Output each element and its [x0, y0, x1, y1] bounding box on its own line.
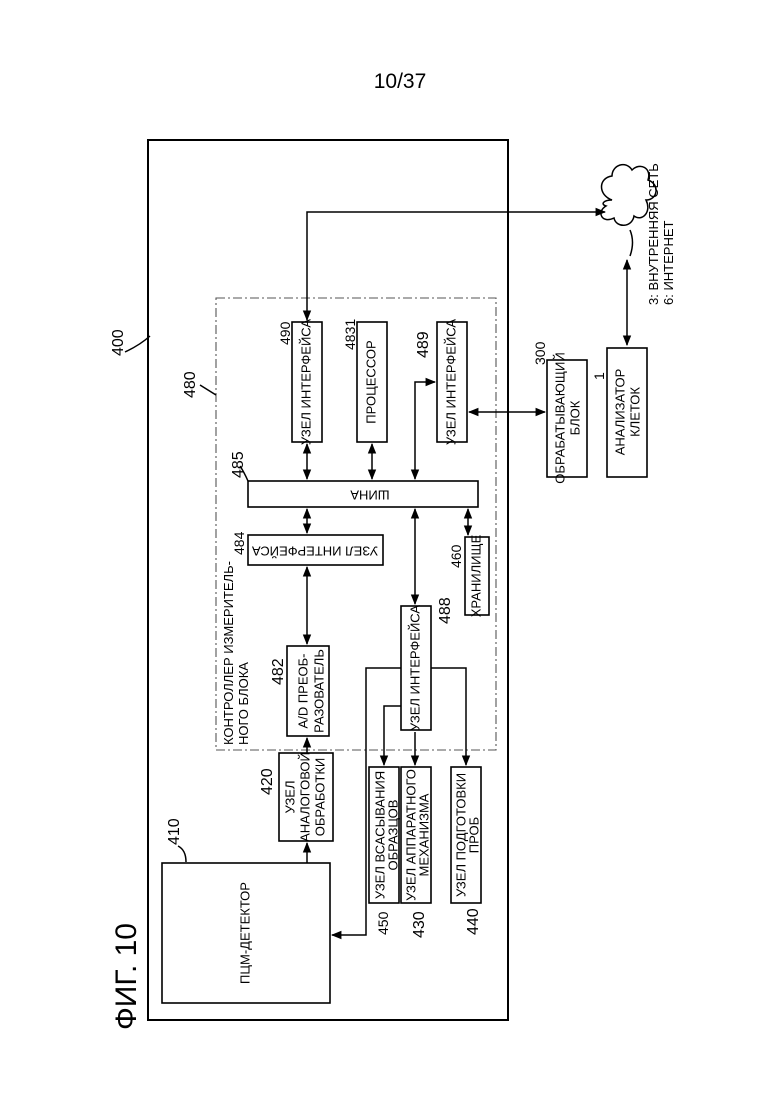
cloud-tail [630, 230, 633, 256]
bus-label: ШИНА [350, 488, 390, 503]
ref-410: 410 [166, 818, 183, 845]
ref-489: 489 [415, 331, 432, 358]
ref-450: 450 [375, 911, 391, 935]
interface-484-label: УЗЕЛ ИНТЕРФЕЙСА [252, 544, 379, 559]
ref-1: 1 [591, 372, 607, 380]
controller-label-line1: КОНТРОЛЛЕР ИЗМЕРИТЕЛЬ- [221, 561, 236, 745]
ref-420: 420 [259, 768, 276, 795]
processing-label-line2: БЛОК [567, 400, 582, 435]
ref-484: 484 [231, 531, 247, 555]
apparatus-label-line2: МЕХАНИЗМА [416, 793, 431, 876]
ref-460: 460 [448, 544, 464, 568]
ad-label-line1: A/D ПРЕОБ- [295, 654, 310, 729]
analyzer-label-line2: КЛЕТОК [627, 387, 642, 437]
network-label-line1: 3: ВНУТРЕННЯЯ СЕТЬ [646, 163, 661, 305]
suction-label-line2: ОБРАЗЦОВ [385, 800, 400, 871]
interface-490-label: УЗЕЛ ИНТЕРФЕЙСА [298, 319, 313, 446]
controller-label-line2: НОГО БЛОКА [236, 662, 251, 745]
ref-482: 482 [270, 658, 287, 685]
ref-485: 485 [230, 451, 247, 478]
leader-400 [125, 336, 150, 352]
ref-488: 488 [437, 597, 454, 624]
ref-300: 300 [532, 341, 548, 365]
processing-label-line1: ОБРАБАТЫВАЮЩИЙ [552, 352, 567, 483]
processor-label: ПРОЦЕССОР [363, 340, 378, 423]
ref-480: 480 [182, 371, 199, 398]
analyzer-label-line1: АНАЛИЗАТОР [612, 369, 627, 456]
network-label-line2: 6: ИНТЕРНЕТ [661, 220, 676, 305]
prep-label-line2: ПРОБ [466, 817, 481, 853]
leader-410 [178, 846, 186, 862]
storage-label: ХРАНИЛИЩЕ [468, 534, 483, 617]
ref-430: 430 [411, 911, 428, 938]
ref-440: 440 [465, 908, 482, 935]
analog-label-line3: ОБРАБОТКИ [312, 758, 327, 836]
detector-label: ПЦМ-ДЕТЕКТОР [237, 882, 252, 984]
interface-489-label: УЗЕЛ ИНТЕРФЕЙСА [443, 319, 458, 446]
ref-490: 490 [277, 321, 293, 345]
analog-label-line2: АНАЛОГОВОЙ [297, 752, 312, 842]
leader-480 [200, 385, 216, 395]
figure-label: ФИГ. 10 [110, 923, 143, 1030]
interface-488-label: УЗЕЛ ИНТЕРФЕЙСА [407, 605, 422, 732]
ref-400: 400 [110, 329, 127, 356]
ref-4831: 4831 [342, 319, 358, 350]
ad-label-line2: РАЗОВАТЕЛЬ [311, 649, 326, 733]
analog-label-line1: УЗЕЛ [282, 780, 297, 813]
